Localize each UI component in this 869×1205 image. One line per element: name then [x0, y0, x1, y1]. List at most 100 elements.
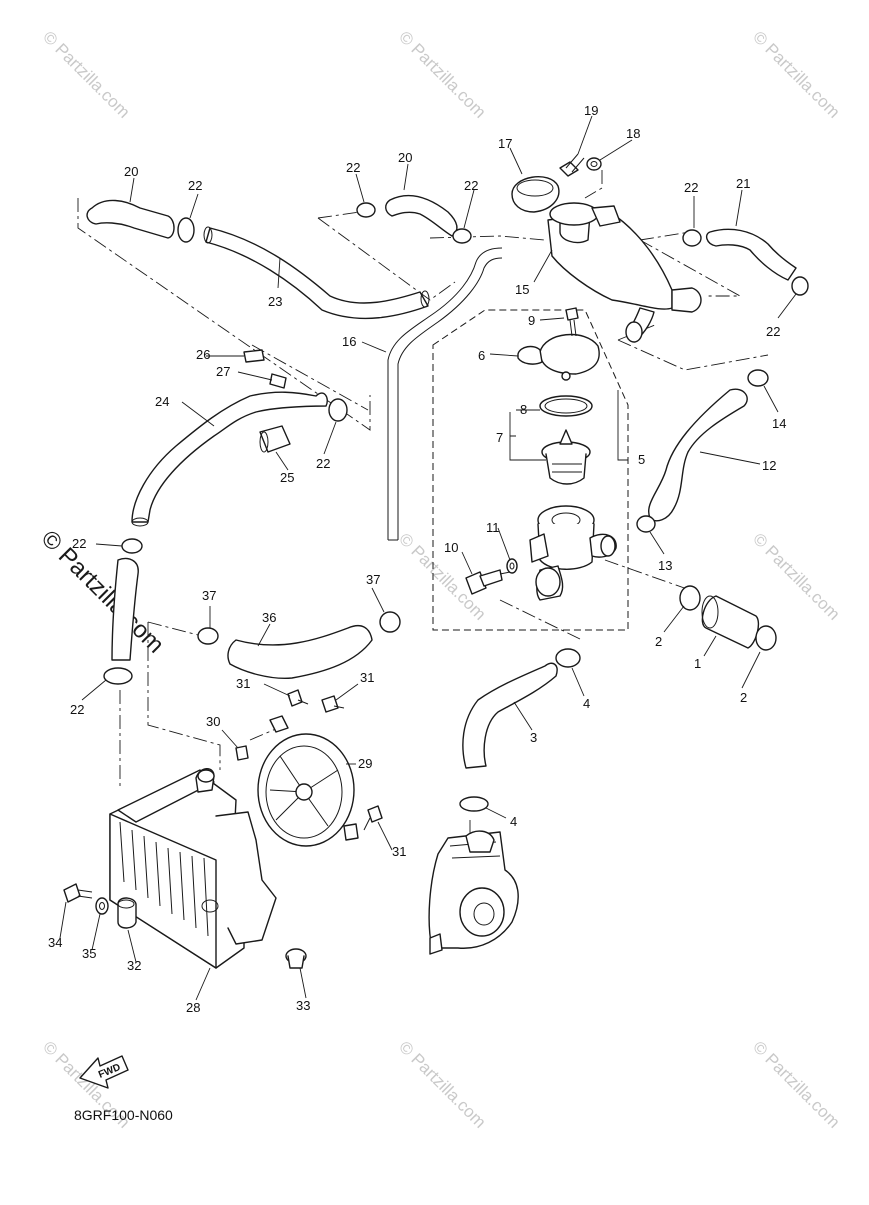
hose-20-left	[86, 199, 175, 239]
hose-clamp-13	[636, 515, 656, 533]
radiator-cap-17	[511, 176, 560, 213]
callout-2: 2	[655, 634, 662, 649]
callout-20: 20	[124, 164, 138, 179]
callout-21: 21	[736, 176, 750, 191]
temperature-sensor-10	[465, 569, 511, 595]
callout-22: 22	[72, 536, 86, 551]
hose-clamp-4	[459, 796, 489, 812]
watermark: © Partzilla.com	[39, 27, 133, 121]
callout-35: 35	[82, 946, 96, 961]
callout-24: 24	[155, 394, 169, 409]
callout-14: 14	[772, 416, 786, 431]
callout-25: 25	[280, 470, 294, 485]
callout-23: 23	[268, 294, 282, 309]
bolt-9	[565, 307, 579, 337]
hose-clamp-22	[328, 398, 348, 422]
callout-36: 36	[262, 610, 276, 625]
callout-4: 4	[583, 696, 590, 711]
sleeve-25	[259, 425, 291, 453]
hose-clamp-22	[177, 217, 195, 243]
callout-16: 16	[342, 334, 356, 349]
callout-37: 37	[366, 572, 380, 587]
thermostat-7	[541, 429, 591, 485]
watermark: © Partzilla.com	[395, 27, 489, 121]
washer-11	[506, 558, 518, 574]
callout-22: 22	[70, 702, 84, 717]
hose-clamp-22	[121, 538, 143, 554]
callout-31: 31	[236, 676, 250, 691]
watermark: © Partzilla.com	[749, 529, 843, 623]
hose-clamp-22	[452, 228, 472, 244]
radiator-28	[109, 768, 277, 969]
hose-24	[131, 391, 328, 523]
callout-22: 22	[684, 180, 698, 195]
bolt-31	[363, 805, 383, 831]
watermark: © Partzilla.com	[749, 1037, 843, 1131]
washer-35	[95, 897, 109, 915]
hose-20-middle	[385, 194, 458, 237]
grommet-32	[117, 897, 137, 929]
callout-18: 18	[626, 126, 640, 141]
callout-6: 6	[478, 348, 485, 363]
hose-clamp-4	[555, 648, 581, 668]
hose-clamp-22	[103, 667, 133, 685]
callout-20: 20	[398, 150, 412, 165]
bolt-19	[559, 153, 585, 177]
callout-9: 9	[528, 313, 535, 328]
hose-clamp-22	[791, 276, 809, 296]
watermark: © Partzilla.com	[395, 1037, 489, 1131]
callout-5: 5	[638, 452, 645, 467]
hose-12	[648, 388, 748, 522]
callout-15: 15	[515, 282, 529, 297]
fwd-arrow-icon: FWD	[79, 1055, 129, 1089]
hose-lower-left	[111, 557, 139, 661]
thermostat-assembly-outline	[432, 309, 629, 631]
callout-22: 22	[188, 178, 202, 193]
hose-23	[205, 227, 429, 320]
leader-lines	[59, 115, 797, 1001]
watermark-layer: © Partzilla.com © Partzilla.com © Partzi…	[39, 27, 843, 1131]
callout-26: 26	[196, 347, 210, 362]
hose-clamp-14	[747, 369, 769, 387]
hose-clamp-37	[379, 611, 401, 633]
callout-11: 11	[486, 520, 500, 535]
callout-27: 27	[216, 364, 230, 379]
callout-22: 22	[464, 178, 478, 193]
callout-13: 13	[658, 558, 672, 573]
callout-1: 1	[694, 656, 701, 671]
connector-26	[243, 349, 265, 363]
watermark-large: © Partzilla.com	[36, 525, 169, 658]
diagram-code: 8GRF100-N060	[74, 1107, 173, 1123]
callout-32: 32	[127, 958, 141, 973]
callout-31: 31	[392, 844, 406, 859]
water-pump	[428, 830, 519, 955]
hose-36	[227, 624, 373, 680]
hose-clamp-2	[679, 585, 701, 611]
thermostat-cover-6	[539, 333, 600, 375]
callout-10: 10	[444, 540, 458, 555]
callout-17: 17	[498, 136, 512, 151]
callout-7: 7	[496, 430, 503, 445]
callout-12: 12	[762, 458, 776, 473]
bolt-31	[321, 695, 345, 713]
callout-22: 22	[346, 160, 360, 175]
callout-31: 31	[360, 670, 374, 685]
callout-29: 29	[358, 756, 372, 771]
callout-37: 37	[202, 588, 216, 603]
callout-28: 28	[186, 1000, 200, 1015]
hose-clamp-2	[755, 625, 777, 651]
hose-3	[462, 662, 558, 769]
bolt-34	[63, 883, 93, 903]
callout-22: 22	[766, 324, 780, 339]
cooling-fan-29	[257, 715, 359, 847]
collar-33	[285, 948, 307, 969]
hose-21	[705, 228, 797, 281]
connector-27	[269, 373, 287, 389]
hose-clamp-22	[682, 229, 702, 247]
watermark: © Partzilla.com	[749, 27, 843, 121]
callout-2: 2	[740, 690, 747, 705]
hose-clamp-22	[356, 202, 376, 218]
pipe-1	[701, 595, 760, 649]
